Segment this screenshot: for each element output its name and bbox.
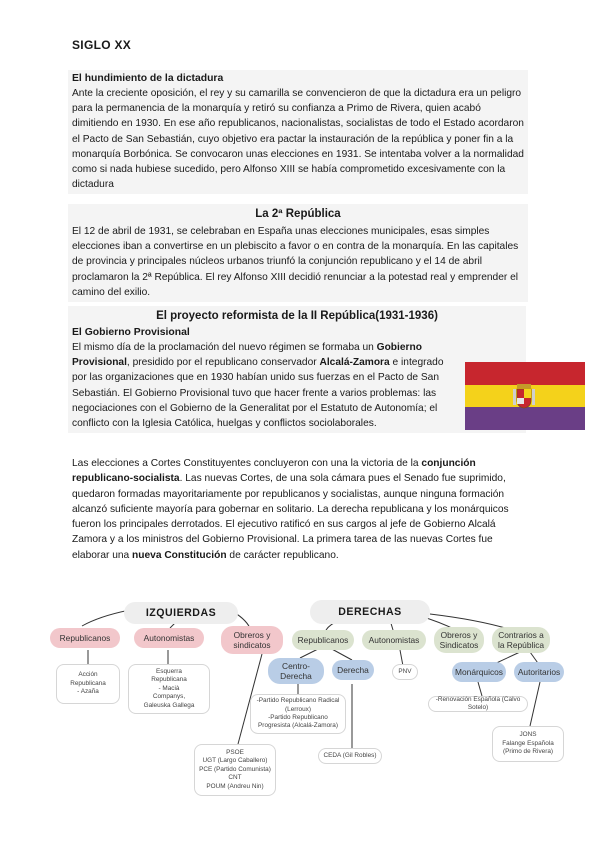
section-cortes-constituyentes: Las elecciones a Cortes Constituyentes c… bbox=[72, 456, 528, 563]
text-run: El mismo día de la proclamación del nuev… bbox=[72, 342, 377, 353]
der-autonomistas-node: Autonomistas bbox=[362, 630, 426, 650]
section-body: El 12 de abril de 1931, se celebraban en… bbox=[72, 226, 519, 298]
note-obreros-izquierda: PSOE UGT (Largo Caballero) PCE (Partido … bbox=[194, 744, 276, 796]
section-body: El mismo día de la proclamación del nuev… bbox=[72, 340, 458, 431]
flag-purple-stripe bbox=[465, 407, 585, 430]
political-parties-diagram: IZQUIERDAS DERECHAS Republicanos Autonom… bbox=[0, 590, 600, 848]
coat-of-arms-icon bbox=[513, 384, 535, 409]
text-run: Las elecciones a Cortes Constituyentes c… bbox=[72, 458, 422, 469]
flag-red-stripe bbox=[465, 362, 585, 385]
section-heading: La 2ª República bbox=[255, 208, 341, 220]
note-ceda: CEDA (Gil Robles) bbox=[318, 748, 382, 764]
section-segunda-republica: La 2ª República El 12 de abril de 1931, … bbox=[68, 204, 528, 303]
izq-republicanos-node: Republicanos bbox=[50, 628, 120, 648]
note-centro-derecha: -Partido Republicano Radical (Lerroux) -… bbox=[250, 694, 346, 734]
section-heading: El proyecto reformista de la II Repúblic… bbox=[156, 310, 438, 322]
section-heading: El hundimiento de la dictadura bbox=[72, 73, 224, 84]
bold-run: Gobierno Provisional bbox=[72, 342, 422, 369]
der-republicanos-node: Republicanos bbox=[292, 630, 354, 650]
section-body: Ante la creciente oposición, el rey y su… bbox=[72, 88, 524, 191]
izquierdas-header: IZQUIERDAS bbox=[124, 602, 238, 624]
note-jons-falange: JONS Falange Española (Primo de Rivera) bbox=[492, 726, 564, 762]
centro-derecha-node: Centro- Derecha bbox=[268, 658, 324, 684]
bold-run: Alcalá-Zamora bbox=[319, 357, 390, 369]
section-subheading: El Gobierno Provisional bbox=[72, 327, 190, 338]
monarquicos-node: Monárquicos bbox=[452, 662, 506, 682]
page-title: SIGLO XX bbox=[72, 38, 132, 52]
section-body: Las elecciones a Cortes Constituyentes c… bbox=[72, 456, 528, 563]
izq-autonomistas-node: Autonomistas bbox=[134, 628, 204, 648]
section-proyecto-reformista: El proyecto reformista de la II Repúblic… bbox=[68, 306, 526, 434]
der-obreros-sindicatos-node: Obreros y Sindicatos bbox=[434, 627, 484, 653]
text-run: de carácter republicano. bbox=[226, 549, 339, 561]
note-renovacion-espanola: -Renovación Española (Calvo Sotelo) bbox=[428, 696, 528, 712]
text-run: , presidido por el republicano conservad… bbox=[126, 357, 320, 369]
derecha-node: Derecha bbox=[332, 660, 374, 680]
section-dictadura: El hundimiento de la dictadura Ante la c… bbox=[68, 70, 528, 195]
bold-run: nueva Constitución bbox=[132, 549, 227, 561]
autoritarios-node: Autoritarios bbox=[514, 662, 564, 682]
republic-flag-image bbox=[465, 362, 585, 430]
der-contrarios-republica-node: Contrarios a la República bbox=[492, 627, 550, 653]
derechas-header: DERECHAS bbox=[310, 600, 430, 624]
text-run: e integrado por las organizaciones que e… bbox=[72, 357, 444, 430]
note-accion-republicana: Acción Republicana - Azaña bbox=[56, 664, 120, 704]
note-esquerra-republicana: Esquerra Republicana - Macià Companys, G… bbox=[128, 664, 210, 714]
izq-obreros-sindicatos-node: Obreros y sindicatos bbox=[221, 626, 283, 654]
bold-run: conjunción republicano-socialista bbox=[72, 458, 476, 485]
note-pnv: PNV bbox=[392, 664, 418, 680]
text-run: . Las nuevas Cortes, de una sola cámara … bbox=[72, 473, 509, 561]
